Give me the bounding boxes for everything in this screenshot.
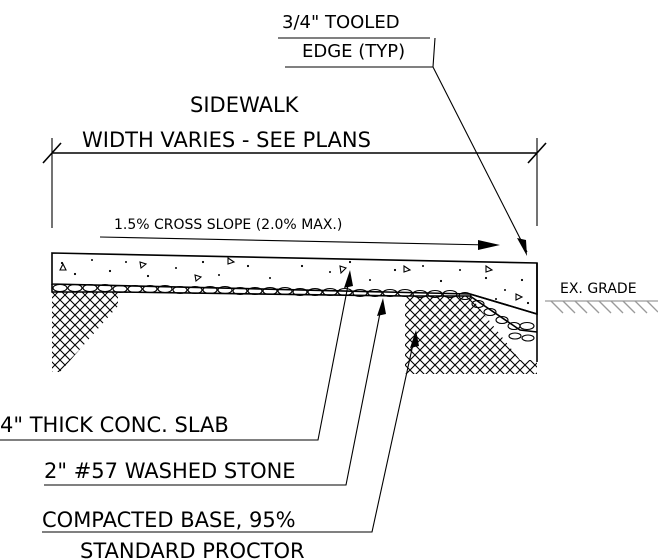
slab-leader	[0, 274, 351, 441]
stone-leader	[44, 302, 383, 486]
sidewalk-title: SIDEWALK	[190, 93, 300, 117]
tooled-edge-callout: 3/4" TOOLED EDGE (TYP)	[278, 12, 528, 256]
stone-label: 2" #57 WASHED STONE	[44, 459, 296, 483]
base-label-line2: STANDARD PROCTOR	[80, 539, 305, 560]
cross-slope-callout: 1.5% CROSS SLOPE (2.0% MAX.)	[99, 217, 500, 250]
slab-label: 4" THICK CONC. SLAB	[0, 413, 229, 437]
base-leader	[42, 334, 416, 533]
stone-callout: 2" #57 WASHED STONE	[44, 298, 386, 486]
dimension-tick-right	[527, 142, 547, 164]
base-callout: COMPACTED BASE, 95% STANDARD PROCTOR	[42, 330, 419, 560]
cross-slope-arrow-line	[99, 236, 491, 246]
slab-arrowhead	[344, 270, 353, 288]
slab-callout: 4" THICK CONC. SLAB	[0, 270, 353, 441]
cross-slope-label: 1.5% CROSS SLOPE (2.0% MAX.)	[114, 217, 342, 233]
width-note: WIDTH VARIES - SEE PLANS	[82, 128, 371, 152]
existing-grade: EX. GRADE	[545, 281, 658, 314]
width-dimension: SIDEWALK WIDTH VARIES - SEE PLANS	[42, 93, 547, 228]
existing-grade-label: EX. GRADE	[560, 281, 637, 297]
base-arrowhead	[410, 330, 419, 348]
slab-taper-edge	[469, 293, 538, 315]
tooled-edge-label-line2: EDGE (TYP)	[302, 41, 405, 62]
base-label-line1: COMPACTED BASE, 95%	[42, 508, 296, 532]
dimension-tick-left	[42, 142, 62, 164]
tooled-edge-arrowhead	[517, 238, 527, 256]
soil-hatch-left	[52, 292, 118, 372]
compacted-base	[52, 263, 538, 374]
cross-slope-arrowhead	[478, 240, 500, 250]
tooled-edge-leader	[432, 37, 528, 253]
stone-arrowhead	[377, 298, 386, 316]
tooled-edge-label-line1: 3/4" TOOLED	[282, 12, 400, 33]
